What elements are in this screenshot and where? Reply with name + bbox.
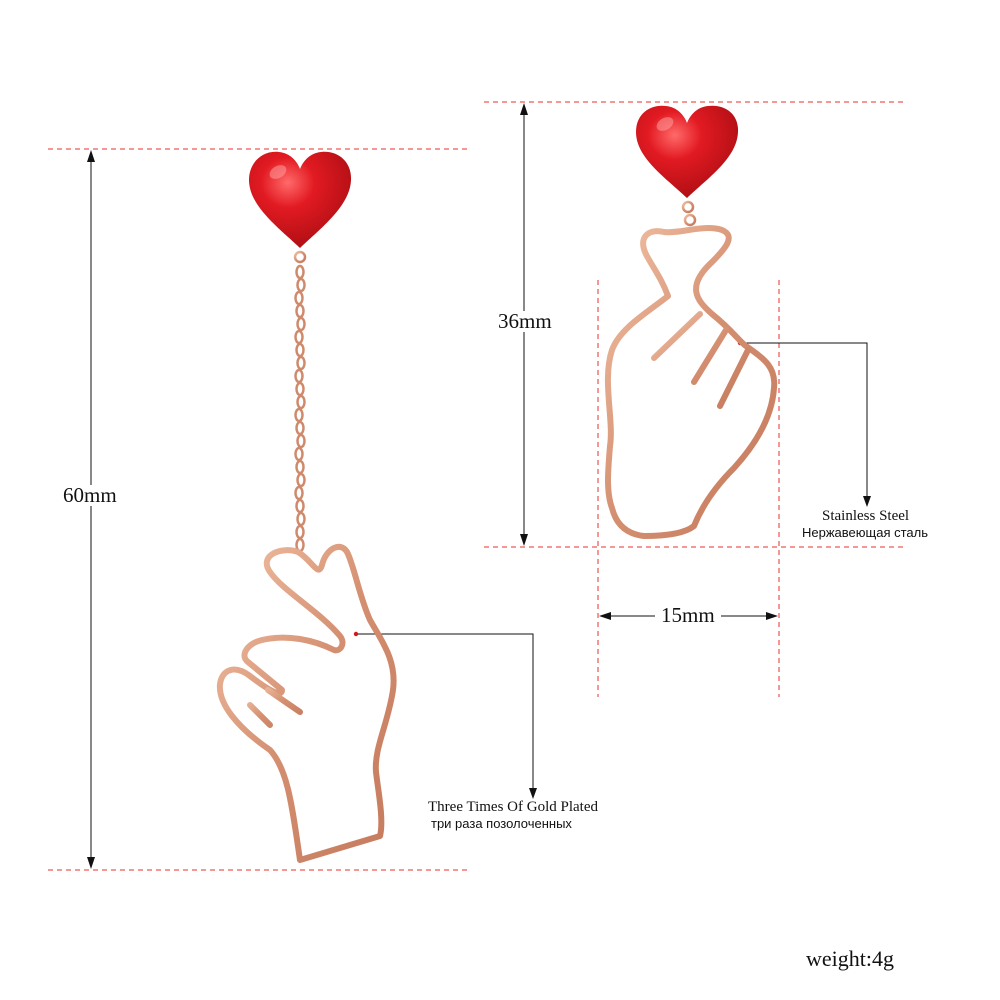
heart-icon: [636, 105, 739, 198]
heart-icon: [249, 151, 352, 248]
callout-plating-ru: три раза позолоченных: [431, 816, 572, 831]
callout-dot-plating: [353, 631, 359, 637]
dimension-label-36mm: 36mm: [498, 309, 552, 333]
callout-material-en: Stainless Steel: [822, 508, 910, 524]
finger-heart-hand-icon: [604, 225, 778, 539]
callout-material-ru: Нержавеющая сталь: [802, 525, 928, 540]
chain: [294, 264, 306, 553]
dimension-label-15mm: 15mm: [655, 605, 721, 626]
dimension-label-60mm: 60mm: [63, 483, 117, 507]
guide-lines: [48, 101, 905, 871]
left-earring: [216, 151, 397, 863]
finger-heart-hand-icon: [216, 543, 397, 863]
callout-pointers: [356, 342, 871, 799]
callout-plating-en: Three Times Of Gold Plated: [428, 799, 598, 815]
weight-label: weight:4g: [806, 946, 894, 971]
right-earring: [604, 105, 778, 539]
dimension-arrows: [87, 103, 778, 869]
